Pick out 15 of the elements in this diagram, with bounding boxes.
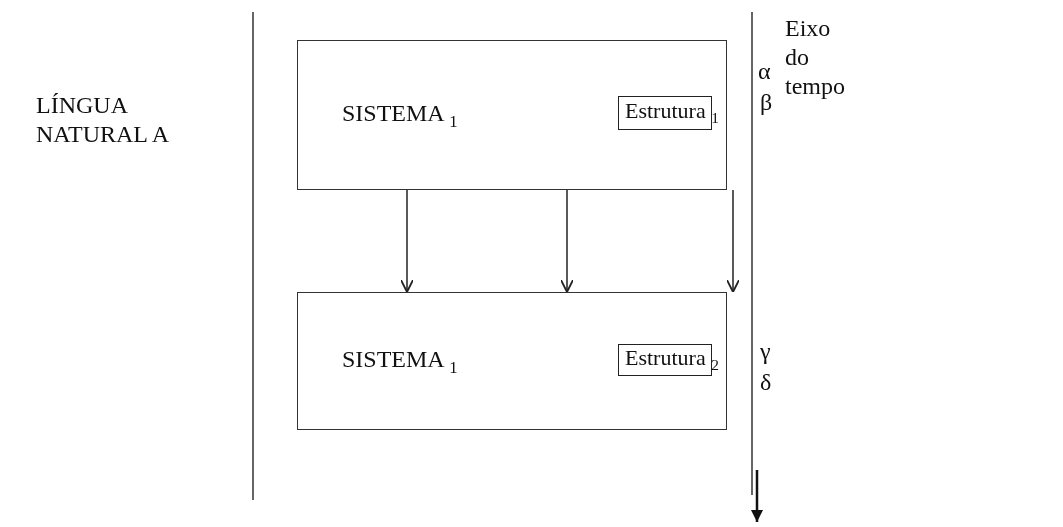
box-label: SISTEMA $_{1}$ bbox=[341, 98, 458, 132]
greek-letter: α bbox=[758, 57, 771, 86]
box-label: Estrutura $_{1}$ bbox=[624, 98, 719, 128]
box-label: Estrutura $_{2}$ bbox=[624, 345, 719, 375]
language-label: LÍNGUA NATURAL A bbox=[36, 91, 171, 149]
axis-label: Eixo do tempo bbox=[785, 14, 846, 101]
system-box bbox=[297, 292, 727, 430]
greek-letter: γ bbox=[760, 337, 771, 366]
greek-letter: δ bbox=[760, 368, 772, 397]
arrow bbox=[400, 189, 414, 293]
arrow bbox=[560, 189, 574, 293]
greek-letter: β bbox=[760, 88, 773, 117]
system-box bbox=[297, 40, 727, 190]
box-label: SISTEMA $_{1}$ bbox=[341, 344, 458, 378]
arrow bbox=[726, 189, 740, 293]
